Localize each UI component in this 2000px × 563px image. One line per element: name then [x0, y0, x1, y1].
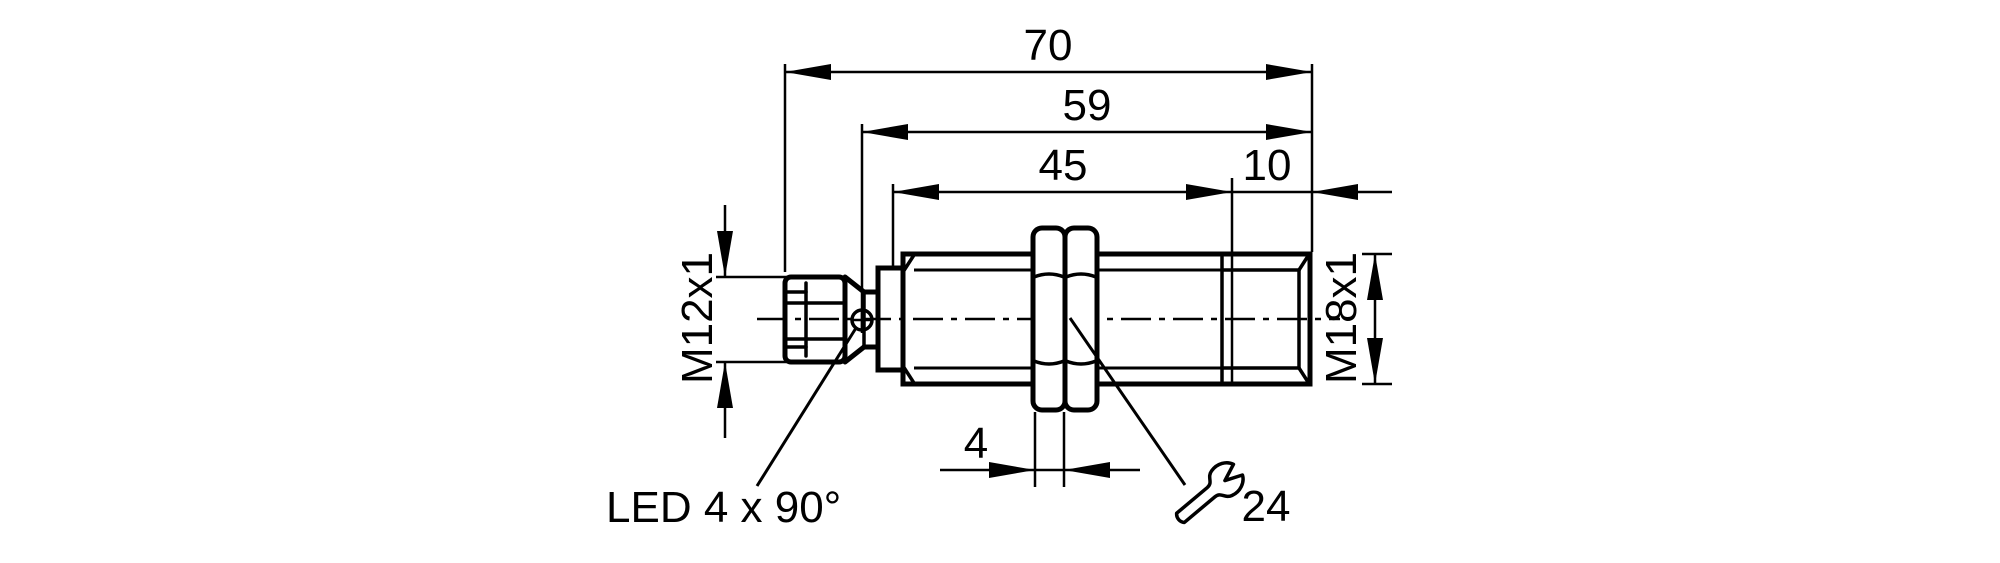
- dim-4: 4: [940, 412, 1140, 487]
- dim-70-label: 70: [1024, 21, 1073, 70]
- sensor-body: [757, 225, 1340, 413]
- led-leader-line: [755, 327, 858, 487]
- dim-m12: M12x1: [673, 205, 812, 438]
- dim-10-label: 10: [1243, 141, 1292, 190]
- lock-nut-left: [1030, 225, 1068, 413]
- threaded-barrel: [900, 251, 1313, 387]
- led-callout: LED 4 x 90°: [606, 327, 858, 532]
- led-callout-label: LED 4 x 90°: [606, 483, 841, 532]
- dim-m12-label: M12x1: [673, 252, 722, 384]
- dim-45: 45: [893, 141, 1312, 200]
- wrench-size-label: 24: [1242, 482, 1291, 531]
- wrench-icon: [1174, 461, 1245, 525]
- dim-10: 10: [1243, 141, 1392, 200]
- wrench-callout: 24: [1068, 317, 1291, 531]
- lock-nuts: [1030, 225, 1100, 413]
- wrench-leader-line: [1068, 317, 1187, 486]
- dimension-annotations: 70 59 45 10 M12x1: [673, 21, 1392, 487]
- dim-59: 59: [862, 81, 1312, 140]
- dim-70: 70: [785, 21, 1312, 80]
- dim-4-label: 4: [964, 419, 988, 468]
- connector-nut: [782, 274, 867, 365]
- dim-45-label: 45: [1039, 141, 1088, 190]
- dim-m18-label: M18x1: [1317, 252, 1366, 384]
- dim-59-label: 59: [1063, 81, 1112, 130]
- dim-m18: M18x1: [1317, 252, 1392, 386]
